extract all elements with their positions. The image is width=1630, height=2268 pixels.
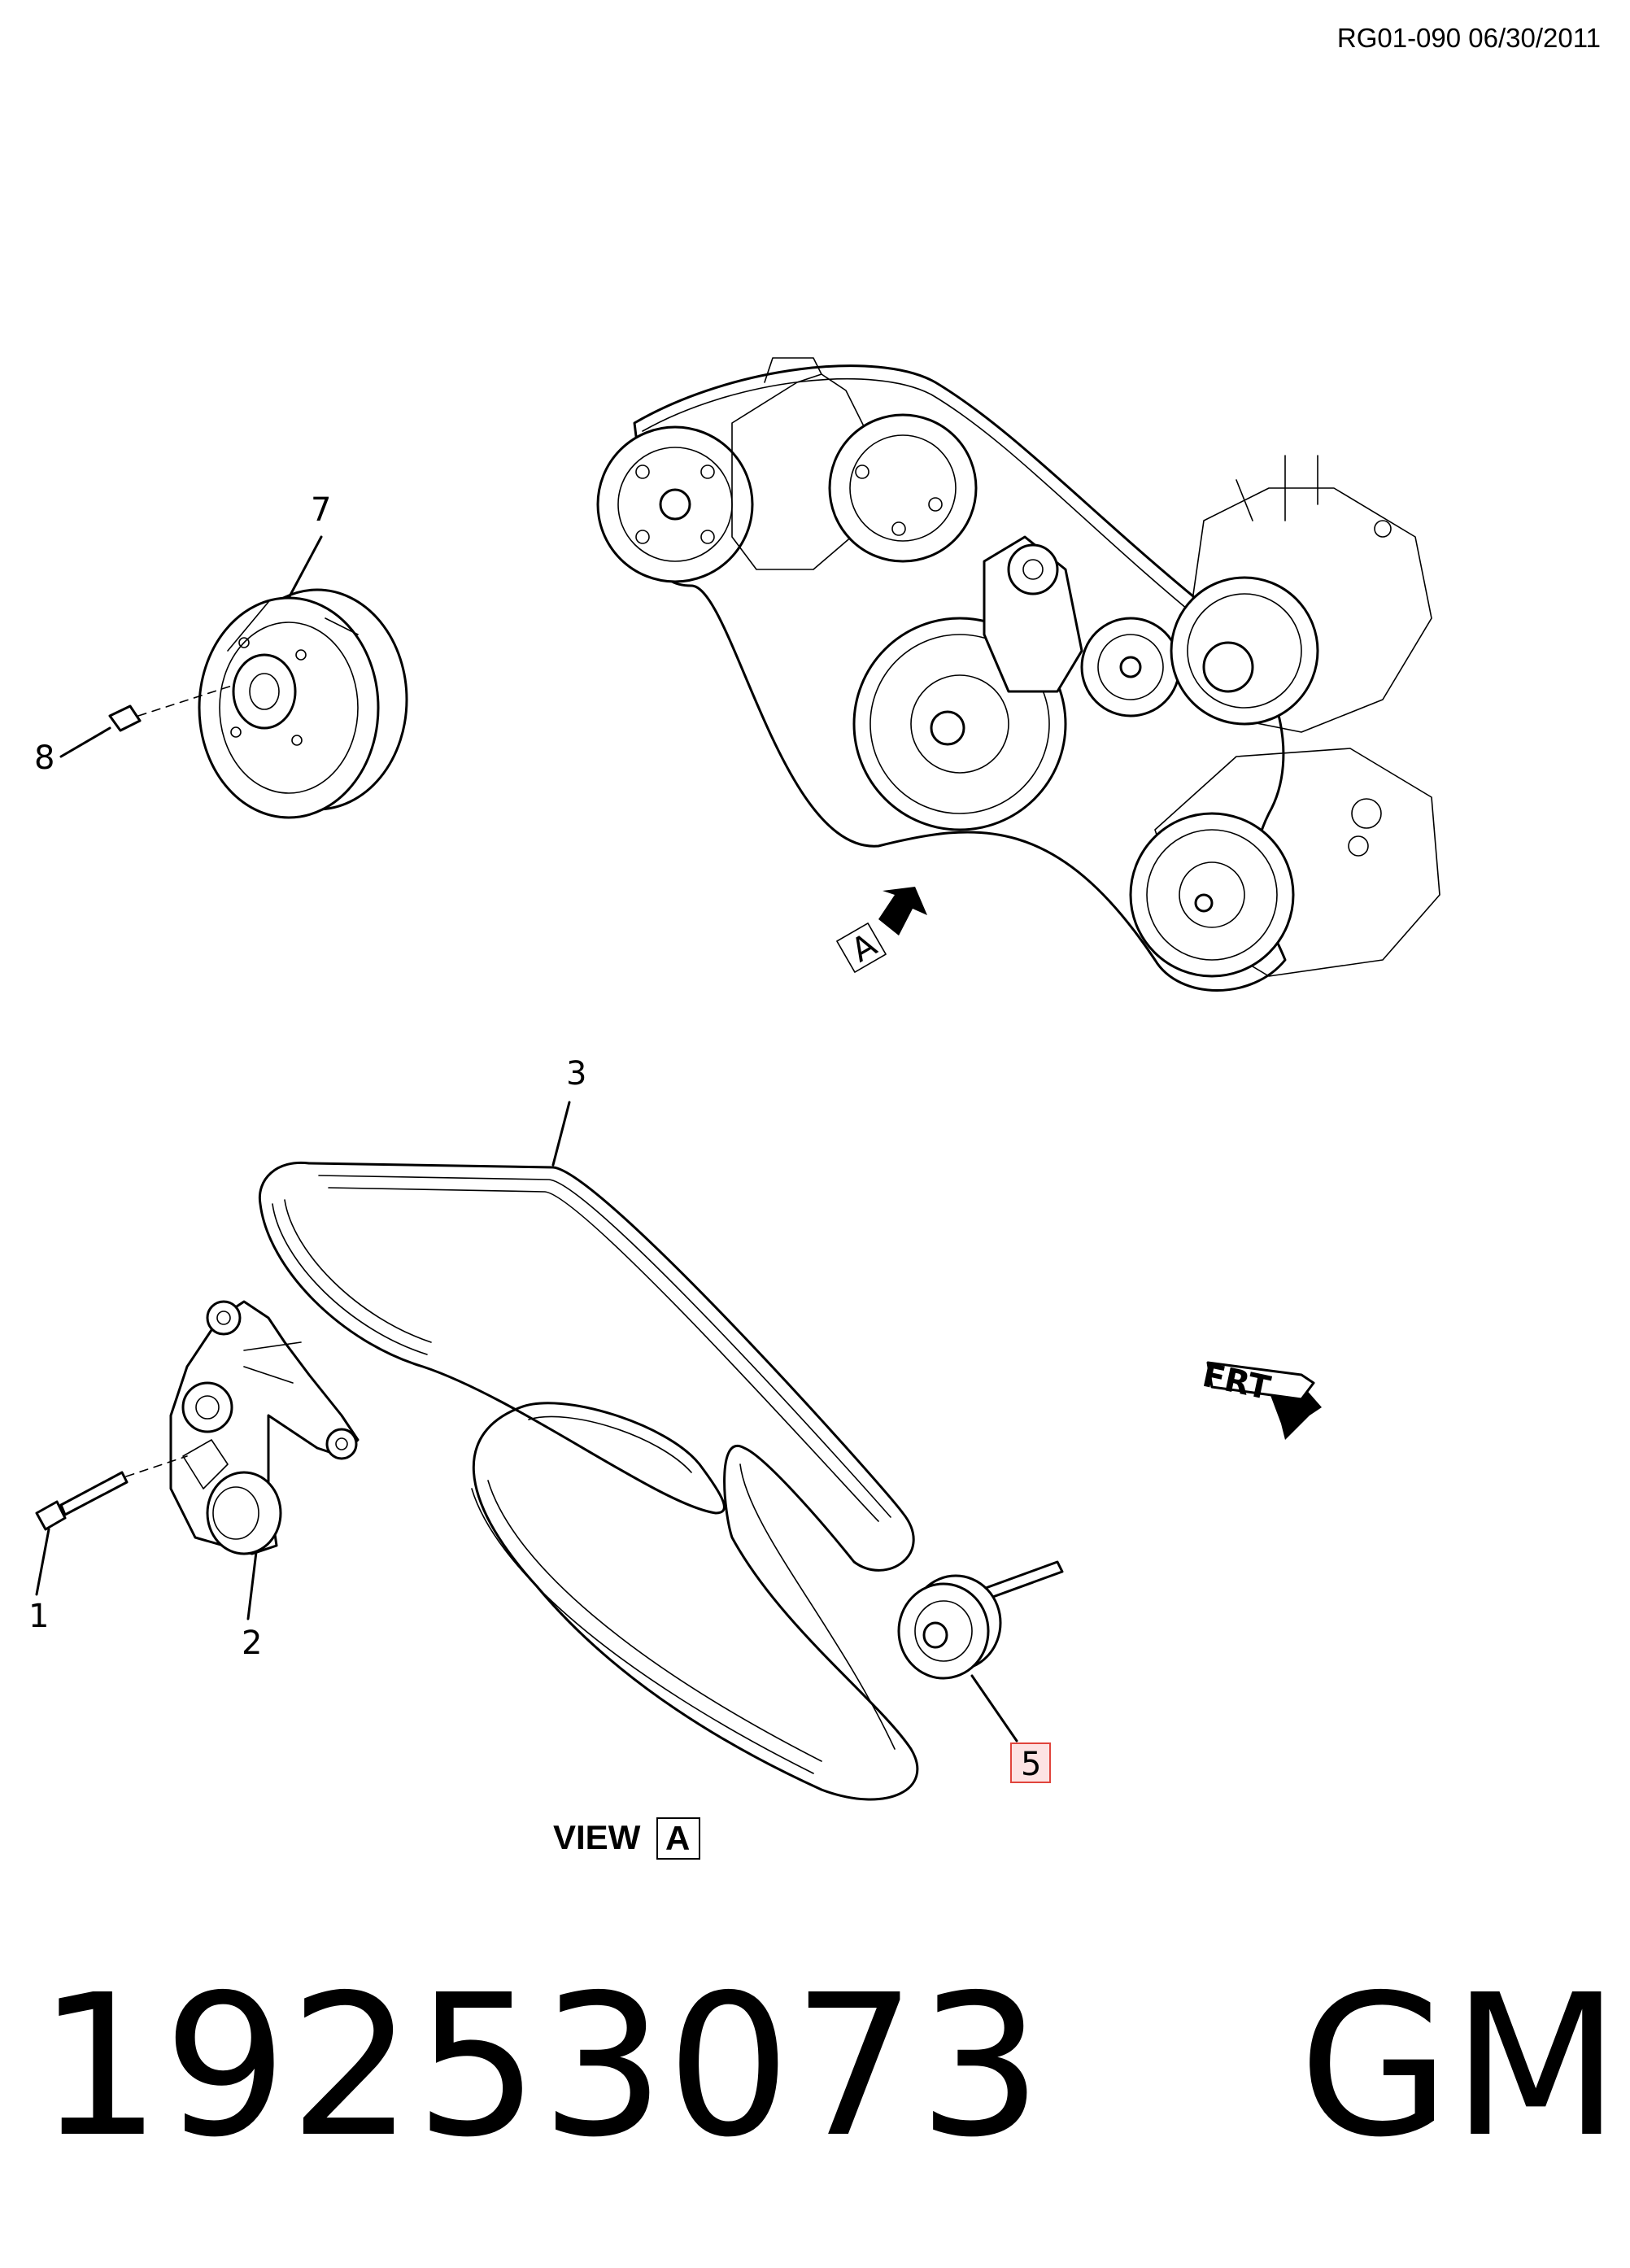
tensioner-part-2 — [169, 1300, 360, 1555]
bolt-part-1 — [35, 1455, 188, 1531]
view-caption-word: VIEW — [553, 1818, 641, 1856]
view-caption-letter: A — [665, 1819, 690, 1857]
callout-3: 3 — [566, 1055, 586, 1093]
drive-belt-part-3 — [258, 1161, 919, 1801]
idler-pulley-part-5 — [897, 1560, 1064, 1680]
part-number: 19253073 — [37, 1952, 1044, 2180]
bolt-part-8 — [108, 685, 233, 732]
engine-assembly — [596, 357, 1440, 992]
front-direction-arrow — [1206, 1361, 1322, 1440]
brand-name: GM — [1298, 1952, 1622, 2180]
view-a-arrow — [836, 887, 927, 973]
front-direction-label: FRT — [1199, 1357, 1274, 1408]
callout-8: 8 — [34, 739, 54, 777]
callout-7: 7 — [311, 491, 331, 529]
document-code: RG01-090 06/30/2011 — [1336, 23, 1601, 53]
pulley-part-7 — [198, 588, 408, 819]
callout-1: 1 — [28, 1598, 49, 1635]
callout-5: 5 — [1021, 1746, 1041, 1783]
callout-2: 2 — [242, 1625, 262, 1662]
view-caption-box — [656, 1817, 700, 1860]
callout-5-box — [1010, 1742, 1051, 1783]
part-number-footer: 19253073 GM — [37, 1969, 1622, 2164]
